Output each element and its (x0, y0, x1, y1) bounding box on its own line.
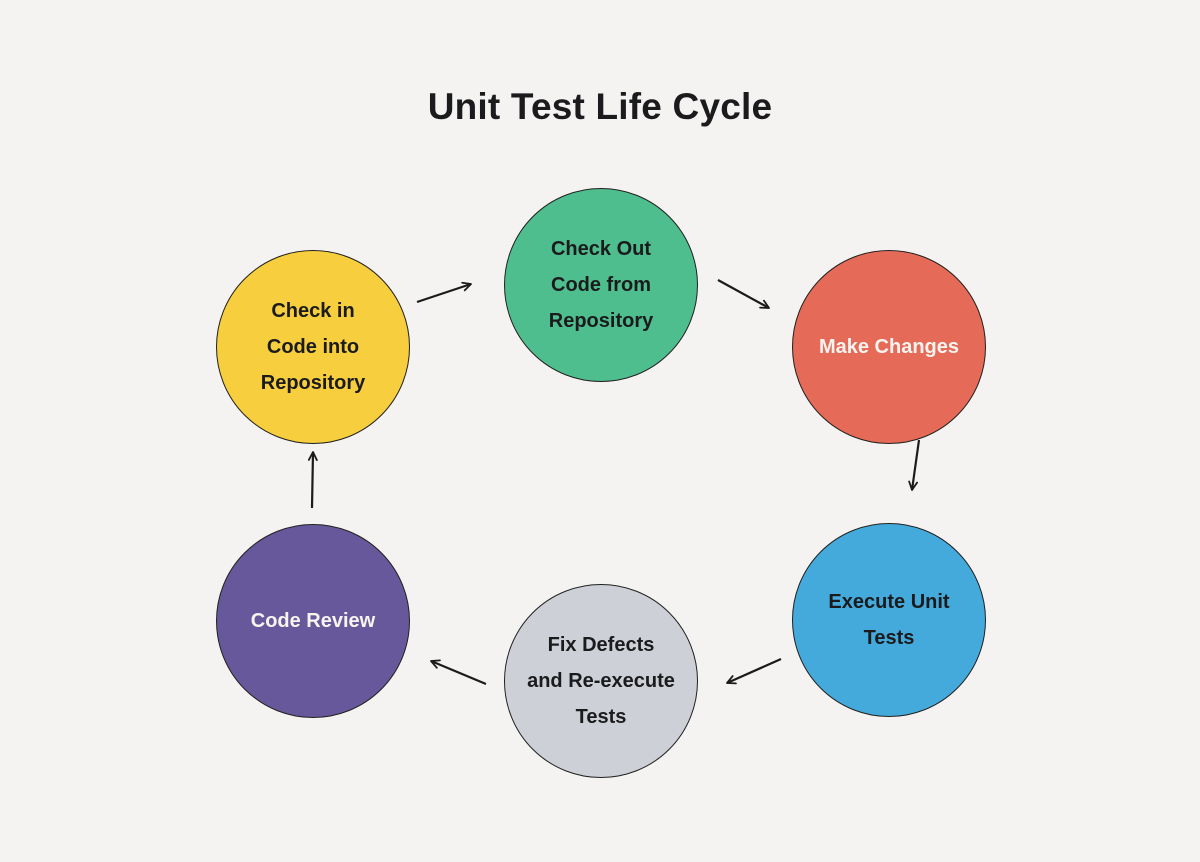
node-label-line: Make Changes (818, 336, 960, 358)
arrow-check-out-to-make-changes (717, 279, 770, 309)
arrow-make-changes-to-execute (908, 439, 921, 491)
node-label-line: Check in (271, 300, 355, 322)
node-label-line: Fix Defects (547, 634, 655, 656)
node-execute-unit-tests: Execute Unit Tests (792, 523, 986, 717)
node-fix-defects: Fix Defects and Re-execute Tests (504, 584, 698, 778)
arrow-code-review-to-check-in (307, 451, 318, 509)
node-check-in-code: Check in Code into Repository (216, 250, 410, 444)
node-label-line: Tests (863, 627, 915, 649)
node-label-line: Code Review (250, 610, 376, 632)
diagram-title: Unit Test Life Cycle (427, 86, 773, 127)
node-label-line: Tests (575, 706, 627, 728)
node-label-line: Repository (260, 372, 366, 394)
node-label-line: Code from (551, 274, 651, 296)
node-label-line: Repository (548, 310, 654, 332)
node-label-line: Check Out (550, 238, 652, 260)
node-label-line: Execute Unit (828, 591, 950, 613)
arrow-check-in-to-check-out (416, 281, 472, 304)
node-label-line: Code into (266, 336, 360, 358)
arrow-fix-defects-to-code-review (430, 659, 487, 686)
node-check-out-code: Check Out Code from Repository (504, 188, 698, 382)
arrow-execute-to-fix-defects (726, 657, 782, 685)
node-make-changes: Make Changes (792, 250, 986, 444)
node-code-review: Code Review (216, 524, 410, 718)
node-label-line: and Re-execute (527, 670, 675, 692)
